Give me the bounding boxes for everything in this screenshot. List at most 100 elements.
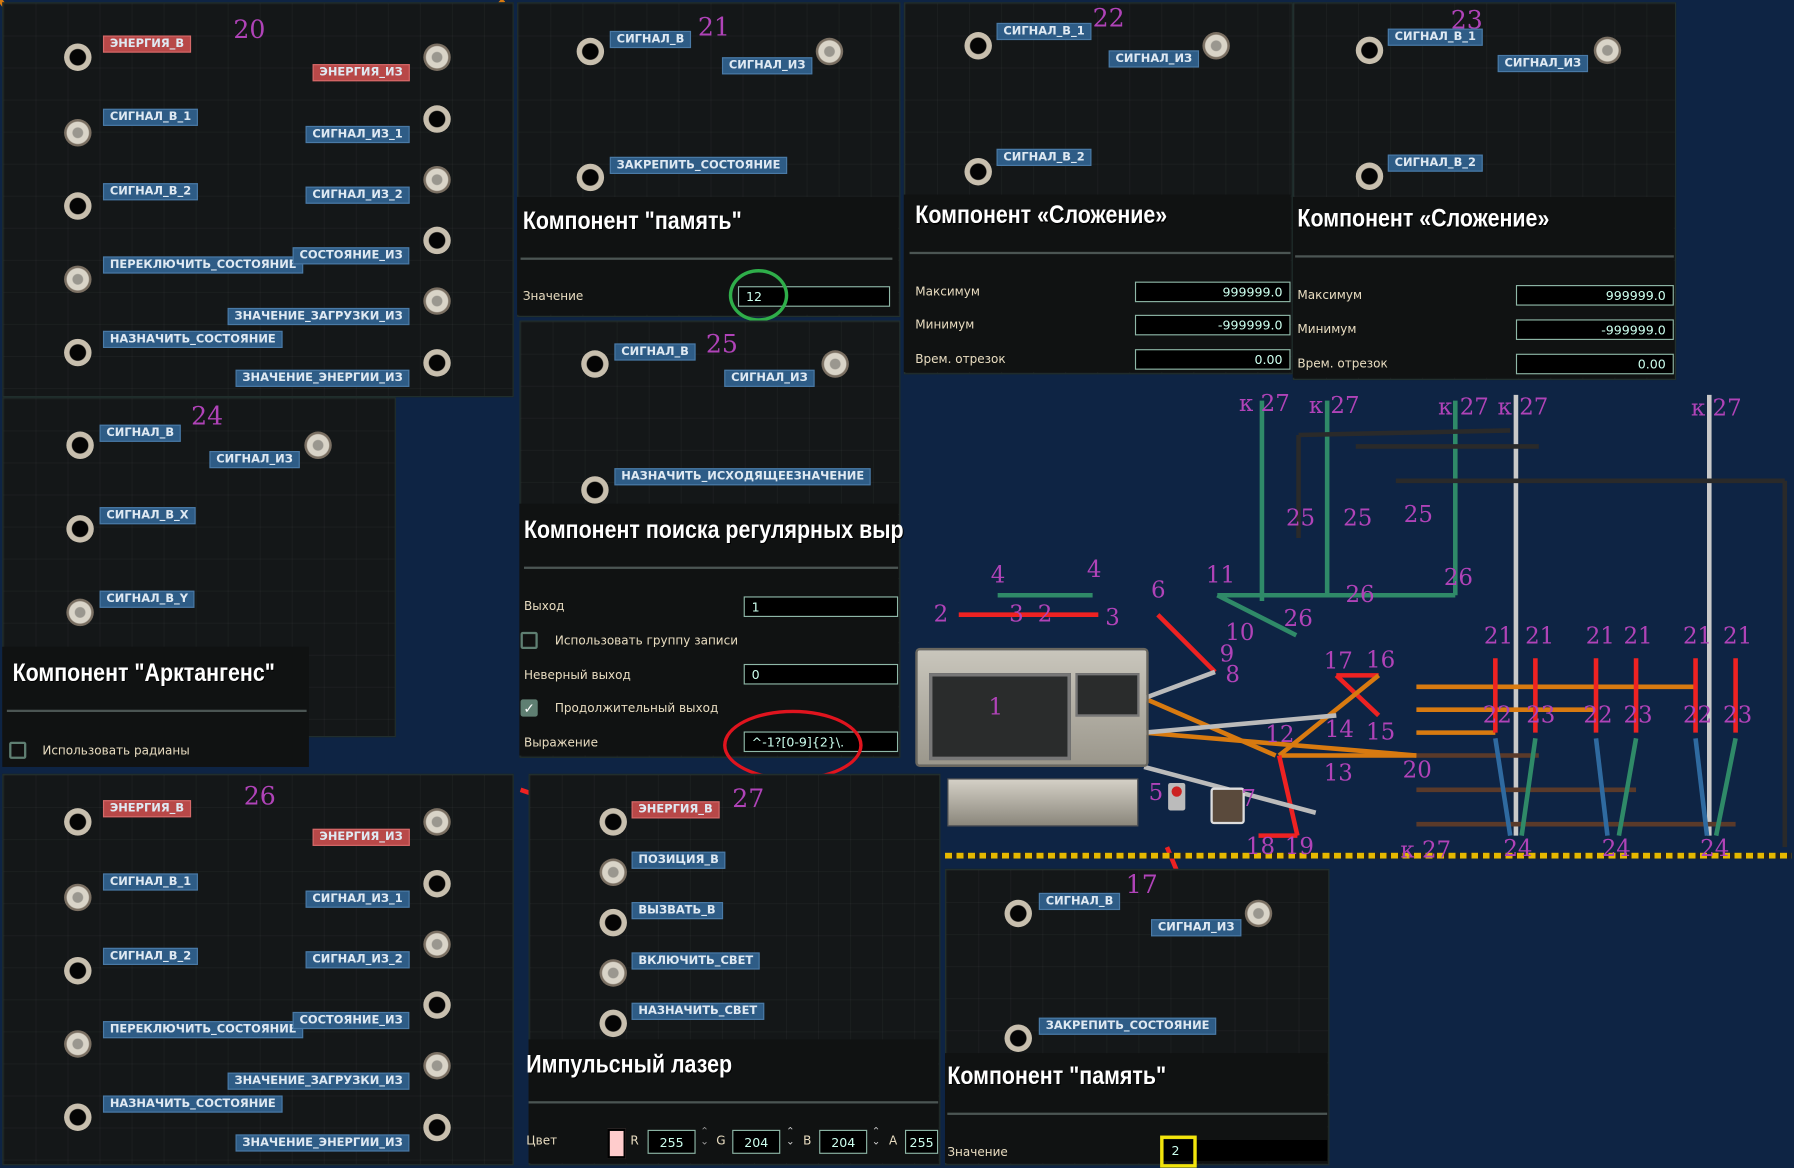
connection-socket[interactable] <box>599 858 627 886</box>
b-input[interactable]: 204 <box>819 1129 868 1154</box>
connection-socket[interactable] <box>599 959 627 987</box>
circuit-label: 6 <box>1150 575 1166 604</box>
timeframe-input[interactable]: 0.00 <box>1515 353 1674 375</box>
color-swatch[interactable] <box>607 1128 626 1159</box>
wire <box>1693 738 1710 836</box>
circuit-label: 21 <box>1525 621 1555 650</box>
connection-socket[interactable] <box>66 431 94 460</box>
annotation-number: 24 <box>191 402 224 432</box>
value-input[interactable]: 2 <box>1163 1140 1328 1161</box>
wire <box>1593 738 1610 836</box>
panel-title: Компонент "Арктангенс" <box>12 658 275 687</box>
connection-socket[interactable] <box>1355 36 1384 65</box>
connection-socket[interactable] <box>599 808 627 836</box>
a-label: A <box>888 1134 898 1149</box>
a-input[interactable]: 255 <box>904 1129 939 1154</box>
panel-title: Компонент "память" <box>522 206 742 235</box>
max-input[interactable]: 999999.0 <box>1515 285 1674 306</box>
connection-socket[interactable] <box>64 192 92 220</box>
connection-socket[interactable] <box>1244 899 1273 928</box>
pin-label: СИГНАЛ_В_2 <box>102 183 199 201</box>
pin-label: ЗНАЧЕНИЕ_ЭНЕРГИИ_ИЗ <box>235 369 410 387</box>
connection-socket[interactable] <box>581 476 609 504</box>
connection-socket[interactable] <box>576 163 605 192</box>
connection-socket[interactable] <box>821 350 849 378</box>
wire <box>1493 737 1513 836</box>
use-capture-group-checkbox[interactable] <box>520 631 538 650</box>
circuit-label: 8 <box>1225 660 1240 688</box>
pin-label: СИГНАЛ_ИЗ <box>721 57 813 75</box>
g-stepper[interactable]: ⌃⌄ <box>785 1126 795 1149</box>
connection-socket[interactable] <box>423 1051 451 1080</box>
pin-label: СИГНАЛ_ИЗ_2 <box>305 186 410 204</box>
connection-socket[interactable] <box>64 43 92 71</box>
circuit-label: 3 <box>1009 599 1024 628</box>
timeframe-label: Врем. отрезок <box>1297 357 1388 371</box>
connection-socket[interactable] <box>423 43 451 71</box>
connection-socket[interactable] <box>64 1030 92 1058</box>
circuit-label: 1 <box>988 692 1004 721</box>
connection-socket[interactable] <box>64 883 92 912</box>
false-output-input[interactable]: 0 <box>743 663 899 685</box>
connection-socket[interactable] <box>1355 162 1384 191</box>
circuit-label: 26 <box>1283 604 1313 632</box>
connection-socket[interactable] <box>1593 36 1622 65</box>
connection-socket[interactable] <box>66 515 94 543</box>
circuit-label: 21 <box>1723 621 1753 650</box>
pin-label: ЗАКРЕПИТЬ_СОСТОЯНИЕ <box>1038 1017 1217 1035</box>
connection-socket[interactable] <box>64 956 92 985</box>
divider <box>6 709 307 713</box>
connection-socket[interactable] <box>576 37 605 66</box>
connection-socket[interactable] <box>1202 32 1230 60</box>
connection-socket[interactable] <box>423 991 451 1019</box>
divider <box>520 257 893 260</box>
connection-socket[interactable] <box>423 349 451 377</box>
timeframe-input[interactable]: 0.00 <box>1134 349 1291 370</box>
circuit-label: 22 <box>1583 700 1613 729</box>
connection-socket[interactable] <box>64 265 92 294</box>
min-input[interactable]: -999999.0 <box>1134 314 1291 336</box>
output-input[interactable]: 1 <box>743 596 899 617</box>
connection-socket[interactable] <box>964 32 992 60</box>
connection-socket[interactable] <box>423 930 451 959</box>
connection-socket[interactable] <box>423 1113 451 1142</box>
connection-socket[interactable] <box>1004 1024 1032 1052</box>
max-input[interactable]: 999999.0 <box>1134 281 1291 303</box>
circuit-label: 11 <box>1205 560 1236 589</box>
g-input[interactable]: 204 <box>732 1129 781 1154</box>
terminal-small-screen <box>1075 673 1140 717</box>
connection-socket[interactable] <box>1004 899 1032 928</box>
r-stepper[interactable]: ⌃⌄ <box>700 1126 709 1149</box>
min-input[interactable]: -999999.0 <box>1515 319 1674 340</box>
connection-socket[interactable] <box>64 338 92 367</box>
red-button-icon <box>1171 786 1182 797</box>
connection-socket[interactable] <box>304 431 332 460</box>
connection-socket[interactable] <box>423 226 451 255</box>
connection-socket[interactable] <box>964 157 992 186</box>
connection-socket[interactable] <box>64 119 92 147</box>
circuit-label: 24 <box>1503 834 1533 862</box>
circuit-label: к 27 <box>1239 389 1290 417</box>
connection-socket[interactable] <box>581 350 609 378</box>
pin-label: СИГНАЛ_В_1 <box>102 873 199 891</box>
pin-label: ПЕРЕКЛЮЧИТЬ_СОСТОЯНИЕ <box>102 256 304 274</box>
connection-socket[interactable] <box>423 105 451 133</box>
connection-socket[interactable] <box>423 808 451 836</box>
continuous-output-checkbox[interactable]: ✓ <box>520 699 538 717</box>
annotation-number: 25 <box>705 330 738 360</box>
connection-socket[interactable] <box>599 908 627 937</box>
b-stepper[interactable]: ⌃⌄ <box>871 1126 881 1149</box>
connection-socket[interactable] <box>423 287 451 315</box>
wire <box>1616 737 1639 837</box>
use-radians-checkbox[interactable] <box>9 741 27 759</box>
connection-socket[interactable] <box>815 37 844 66</box>
connection-socket[interactable] <box>64 808 92 836</box>
connection-socket[interactable] <box>64 1103 92 1131</box>
connection-socket[interactable] <box>66 598 94 627</box>
pin-label: СИГНАЛ_В_2 <box>996 148 1092 166</box>
b-label: B <box>803 1134 812 1149</box>
connection-socket[interactable] <box>423 165 451 194</box>
connection-socket[interactable] <box>423 869 451 898</box>
r-input[interactable]: 255 <box>647 1129 696 1154</box>
connection-socket[interactable] <box>599 1009 627 1038</box>
